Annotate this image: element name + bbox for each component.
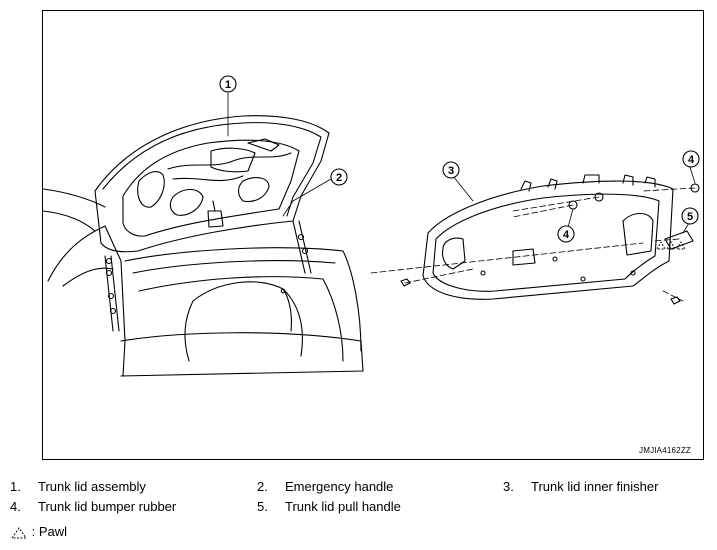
svg-text:4: 4 <box>563 229 570 241</box>
pawl-symbols <box>656 241 686 250</box>
callout-4-right: 4 <box>682 150 700 168</box>
diagram-frame: 1 2 3 4 4 5 <box>42 10 704 460</box>
callout-3: 3 <box>442 161 460 179</box>
callouts: 1 2 3 4 4 5 <box>219 75 700 243</box>
pawl-legend: : Pawl <box>10 522 67 542</box>
assembly-lines <box>370 187 696 302</box>
callout-4-center: 4 <box>557 225 575 243</box>
legend-number: 3. <box>503 479 514 494</box>
legend-number: 2. <box>257 479 268 494</box>
svg-text:4: 4 <box>688 154 695 166</box>
legend-number: 1. <box>10 479 21 494</box>
leader-lines <box>227 92 696 234</box>
callout-1: 1 <box>219 75 237 93</box>
bolts <box>400 278 681 305</box>
legend-label: Trunk lid pull handle <box>285 499 401 514</box>
trunk-lid-illustration: 1 2 3 4 4 5 <box>43 75 700 377</box>
svg-text:3: 3 <box>448 165 454 177</box>
car-rear-drawing <box>43 115 364 377</box>
legend-label: Emergency handle <box>285 479 394 494</box>
bumper-rubbers <box>568 183 700 210</box>
legend-label: Trunk lid inner finisher <box>531 479 659 494</box>
legend-label: Trunk lid assembly <box>38 479 146 494</box>
svg-text:2: 2 <box>336 172 342 184</box>
callout-5: 5 <box>681 207 699 225</box>
legend-label: Trunk lid bumper rubber <box>38 499 177 514</box>
svg-text:1: 1 <box>225 79 231 91</box>
inner-finisher-drawing <box>422 174 674 300</box>
pawl-label: : Pawl <box>31 524 68 539</box>
svg-text:5: 5 <box>687 211 693 223</box>
callout-2: 2 <box>330 168 348 186</box>
legend-number: 4. <box>10 499 21 514</box>
pawl-icon <box>11 526 27 539</box>
legend-number: 5. <box>257 499 268 514</box>
figure-code: JMJIA4162ZZ <box>639 446 691 455</box>
